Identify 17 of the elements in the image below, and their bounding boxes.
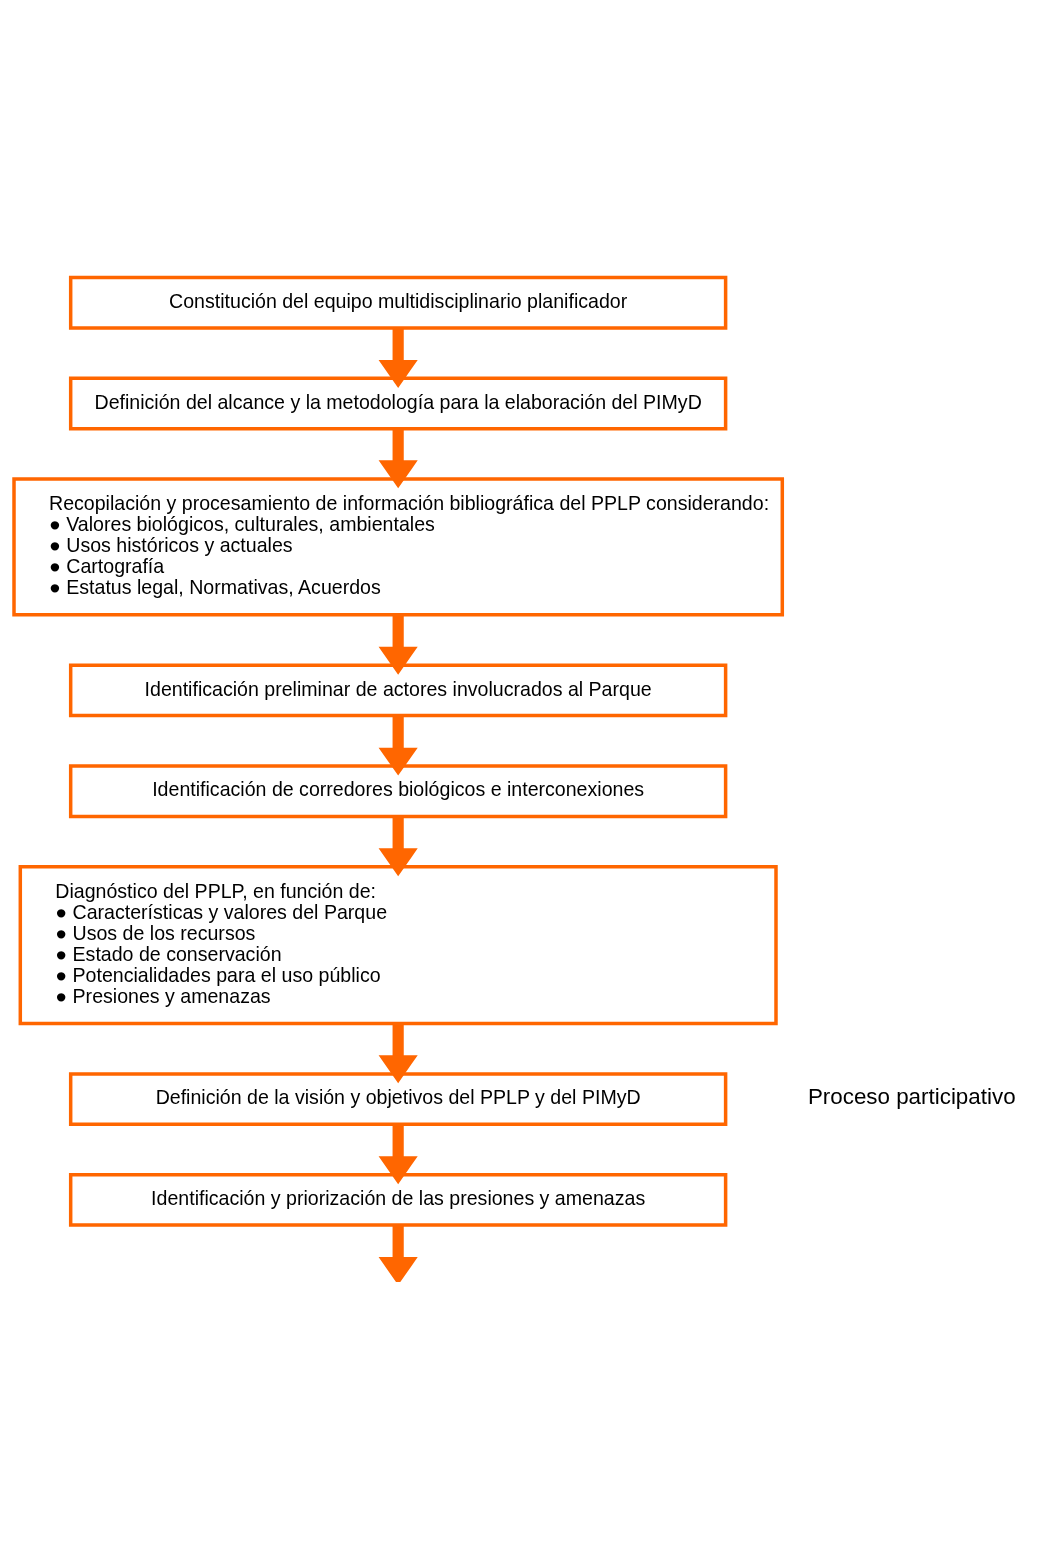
node-box: Identificación preliminar de actores involucrados al Parque — [68, 663, 728, 717]
arrow — [378, 327, 418, 388]
arrow — [378, 816, 418, 876]
arrow — [378, 1224, 418, 1282]
arrow — [378, 1023, 418, 1083]
node-box: Identificación y priorización de las presiones y amenazas — [68, 1172, 728, 1227]
node-box: Diagnóstico del PPLP, en función de: ● Características y valores del Parque ● Usos de los recursos ● Estado de conservación ● Potencialidades para el uso público ● Presiones y amenazas — [18, 864, 778, 1025]
arrow — [378, 428, 418, 488]
arrow — [378, 1124, 418, 1184]
arrow — [378, 614, 418, 675]
node-box: Recopilación y procesamiento de información bibliográfica del PPLP considerando: ● Valores biológicos, culturales, ambientales ● Usos históricos y actuales ● Cartografía ● Estatus legal, Normativas, Acuerdos — [12, 476, 785, 617]
label: Proceso participativo — [807, 1083, 1016, 1109]
node-box: Identificación de corredores biológicos e interconexiones — [68, 763, 728, 818]
node-box: Definición del alcance y la metodología para la elaboración del PIMyD — [68, 376, 728, 430]
node-box: Constitución del equipo multidisciplinario planificador — [68, 275, 728, 330]
arrow — [378, 715, 418, 776]
node-box: Definición de la visión y objetivos del PPLP y del PIMyD — [68, 1071, 728, 1126]
